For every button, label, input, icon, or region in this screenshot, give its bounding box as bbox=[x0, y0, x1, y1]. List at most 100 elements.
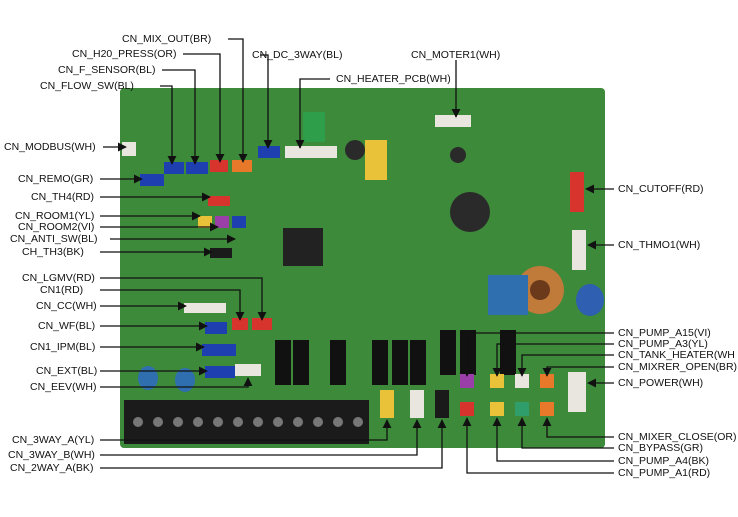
label-lgmv: CN_LGMV(RD) bbox=[22, 272, 95, 284]
conn-thmo1 bbox=[572, 230, 586, 270]
label-eev: CN_EEV(WH) bbox=[30, 381, 97, 393]
conn-mixrer-open bbox=[540, 374, 554, 388]
label-pump-a3: CN_PUMP_A3(YL) bbox=[618, 338, 708, 350]
leader-flow-sw bbox=[160, 85, 177, 165]
conn-pump-a1 bbox=[460, 402, 474, 416]
leader-mixrer-open bbox=[542, 366, 614, 377]
leader-bypass bbox=[517, 417, 614, 449]
leader-mixer-close bbox=[542, 417, 614, 438]
label-tank-heater: CN_TANK_HEATER(WH bbox=[618, 349, 735, 361]
label-th4: CN_TH4(RD) bbox=[31, 191, 94, 203]
blue-capacitors bbox=[138, 366, 195, 392]
conn-lgmv bbox=[252, 318, 272, 330]
label-power: CN_POWER(WH) bbox=[618, 377, 704, 389]
label-flow-sw: CN_FLOW_SW(BL) bbox=[40, 80, 134, 92]
label-cutoff: CN_CUTOFF(RD) bbox=[618, 183, 704, 195]
conn-anti-sw bbox=[232, 216, 246, 228]
conn-cn1-ipm bbox=[202, 344, 236, 356]
conn-mix-out bbox=[232, 160, 252, 172]
label-remo: CN_REMO(GR) bbox=[18, 173, 94, 185]
pcb-terminal-strip bbox=[124, 400, 369, 444]
conn-bypass bbox=[515, 402, 529, 416]
leader-tank-heater bbox=[517, 354, 614, 377]
label-mix-out: CN_MIX_OUT(BR) bbox=[122, 33, 212, 45]
conn-tank-heater bbox=[515, 374, 529, 388]
leader-3way-a bbox=[100, 419, 392, 441]
label-pump-a15: CN_PUMP_A15(VI) bbox=[618, 327, 711, 339]
conn-3way-b bbox=[410, 390, 424, 418]
label-mixer-close: CN_MIXER_CLOSE(OR) bbox=[618, 431, 737, 443]
label-anti-sw: CN_ANTI_SW(BL) bbox=[10, 233, 98, 245]
toroid-coil-core bbox=[530, 280, 550, 300]
connectors bbox=[122, 115, 586, 418]
label-cn1: CN1(RD) bbox=[40, 284, 84, 296]
label-ext: CN_EXT(BL) bbox=[36, 365, 98, 377]
relays bbox=[275, 330, 516, 385]
label-3way-b: CN_3WAY_B(WH) bbox=[8, 449, 95, 461]
conn-moter1 bbox=[435, 115, 471, 127]
label-modbus: CN_MODBUS(WH) bbox=[4, 141, 96, 153]
label-2way-a: CN_2WAY_A(BK) bbox=[10, 462, 94, 474]
leader-dc-3way bbox=[260, 54, 273, 149]
leader-pump-a1 bbox=[462, 417, 614, 474]
conn-room2 bbox=[215, 216, 229, 228]
label-cn1-ipm: CN1_IPM(BL) bbox=[30, 341, 96, 353]
leader-3way-b bbox=[100, 419, 422, 456]
conn-heater-pcb bbox=[285, 146, 337, 158]
conn-th3 bbox=[210, 248, 232, 258]
label-heater-pcb: CN_HEATER_PCB(WH) bbox=[336, 73, 451, 85]
leader-h20-press bbox=[183, 53, 225, 163]
terminal-screws bbox=[133, 417, 363, 427]
filter-block-blue bbox=[488, 275, 528, 315]
mcu-chip bbox=[283, 228, 323, 266]
green-terminal bbox=[303, 112, 325, 142]
conn-th4 bbox=[208, 196, 230, 206]
transformer-yellow bbox=[365, 140, 387, 180]
pcb-board bbox=[120, 88, 605, 448]
label-room2: CN_ROOM2(VI) bbox=[18, 221, 95, 233]
conn-pump-a3 bbox=[490, 374, 504, 388]
label-f-sensor: CN_F_SENSOR(BL) bbox=[58, 64, 156, 76]
conn-power bbox=[568, 372, 586, 412]
conn-cutoff bbox=[570, 172, 584, 212]
leader-2way-a bbox=[100, 419, 447, 469]
label-h20-press: CN_H20_PRESS(OR) bbox=[72, 48, 177, 60]
capacitor-small bbox=[345, 140, 365, 160]
conn-2way-a bbox=[435, 390, 449, 418]
conn-dc-3way bbox=[258, 146, 280, 158]
label-pump-a4: CN_PUMP_A4(BK) bbox=[618, 455, 710, 467]
conn-pump-a4 bbox=[490, 402, 504, 416]
conn-f-sensor bbox=[186, 162, 208, 174]
label-room1: CN_ROOM1(YL) bbox=[15, 210, 95, 222]
leader-pump-a3 bbox=[492, 343, 614, 377]
leader-heater-pcb bbox=[295, 78, 330, 149]
label-cc: CN_CC(WH) bbox=[36, 300, 97, 312]
leader-cn1 bbox=[100, 289, 245, 321]
conn-3way-a bbox=[380, 390, 394, 418]
leader-f-sensor bbox=[162, 69, 200, 165]
capacitor-small-2 bbox=[450, 147, 466, 163]
label-moter1: CN_MOTER1(WH) bbox=[411, 49, 501, 61]
blue-capacitor-right bbox=[576, 284, 604, 316]
leader-eev bbox=[100, 377, 253, 388]
leader-pump-a4 bbox=[492, 417, 614, 462]
conn-h20-press bbox=[210, 160, 228, 172]
label-pump-a1: CN_PUMP_A1(RD) bbox=[618, 467, 711, 479]
conn-mixer-close bbox=[540, 402, 554, 416]
label-mixrer-open: CN_MIXRER_OPEN(BR) bbox=[618, 361, 738, 373]
conn-cn1 bbox=[232, 318, 248, 330]
conn-remo bbox=[140, 174, 164, 186]
leader-pump-a15 bbox=[462, 332, 614, 377]
leader-lgmv bbox=[100, 277, 267, 321]
leader-mix-out bbox=[228, 38, 248, 163]
label-3way-a: CN_3WAY_A(YL) bbox=[12, 434, 95, 446]
conn-cc bbox=[184, 303, 226, 313]
leader-lines bbox=[100, 38, 614, 474]
conn-ext bbox=[205, 366, 235, 378]
label-bypass: CN_BYPASS(GR) bbox=[618, 442, 703, 454]
label-dc-3way: CN_DC_3WAY(BL) bbox=[252, 49, 343, 61]
conn-eev bbox=[235, 364, 261, 376]
conn-room1 bbox=[198, 216, 212, 228]
